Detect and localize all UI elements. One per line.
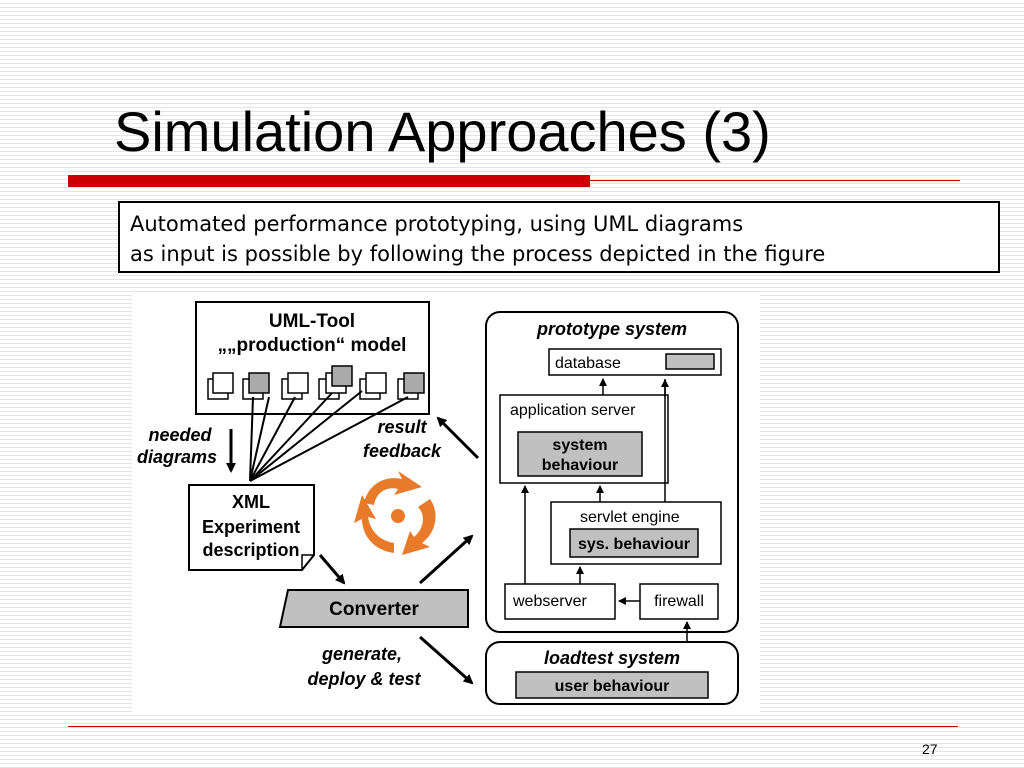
converter-label: Converter: [329, 599, 419, 620]
generate-label: generate,: [321, 644, 402, 664]
xml-experiment-box: XML Experiment description: [188, 484, 315, 571]
servlet-engine-label: servlet engine: [580, 509, 680, 526]
footer-rule: [68, 726, 958, 727]
feedback-arrow: [436, 416, 480, 460]
prototype-internal-arrows: [521, 378, 691, 648]
database-storage: [665, 353, 715, 370]
loadtest-system-box: loadtest system user behaviour: [485, 641, 739, 705]
database-box: database: [548, 348, 722, 376]
diagram-to-xml-lines: [249, 390, 409, 482]
prototype-system-title: prototype system: [536, 319, 687, 339]
description-textbox: Automated performance prototyping, using…: [118, 201, 1000, 273]
diagrams-label: diagrams: [137, 447, 217, 467]
slide-title: Simulation Approaches (3): [114, 100, 771, 163]
description-line-1: Automated performance prototyping, using…: [130, 212, 744, 236]
webserver-label: webserver: [512, 593, 587, 610]
system-behaviour-line1: system: [552, 437, 607, 454]
system-behaviour-line2: behaviour: [542, 457, 618, 474]
uml-tool-title: UML-Tool: [269, 311, 355, 332]
process-figure: UML-Tool „„production“ model needed diag…: [132, 293, 760, 713]
recycle-icon: [354, 471, 436, 555]
application-server-box: application server system behaviour: [499, 394, 669, 484]
loadtest-system-title: loadtest system: [544, 648, 680, 668]
page-number: 27: [922, 741, 938, 757]
feedback-label: feedback: [363, 441, 442, 461]
servlet-engine-box: servlet engine sys. behaviour: [550, 501, 722, 565]
converter-to-loadtest-arrow: [419, 635, 474, 685]
uml-diagram-icons: [207, 365, 425, 400]
converter-box: Converter: [278, 589, 469, 628]
xml-title: XML: [232, 492, 270, 512]
uml-tool-subtitle: „„production“ model: [218, 335, 407, 356]
firewall-label: firewall: [654, 593, 704, 610]
user-behaviour-label: user behaviour: [555, 678, 670, 695]
xml-to-converter-arrow: [318, 554, 346, 585]
webserver-box: webserver: [504, 583, 616, 620]
converter-to-prototype-arrow: [418, 534, 474, 585]
xml-experiment: Experiment: [202, 517, 300, 537]
database-label: database: [555, 355, 621, 372]
title-underline-thick: [68, 175, 590, 187]
xml-description: description: [202, 540, 299, 560]
deploy-test-label: deploy & test: [307, 669, 421, 689]
application-server-label: application server: [510, 402, 636, 419]
sys-behaviour-label: sys. behaviour: [578, 536, 690, 553]
firewall-box: firewall: [639, 583, 719, 620]
result-label: result: [377, 417, 427, 437]
needed-label: needed: [148, 425, 212, 445]
uml-tool-box: UML-Tool „„production“ model: [195, 301, 430, 415]
description-line-2: as input is possible by following the pr…: [130, 242, 826, 266]
title-underline-thin: [590, 180, 960, 181]
